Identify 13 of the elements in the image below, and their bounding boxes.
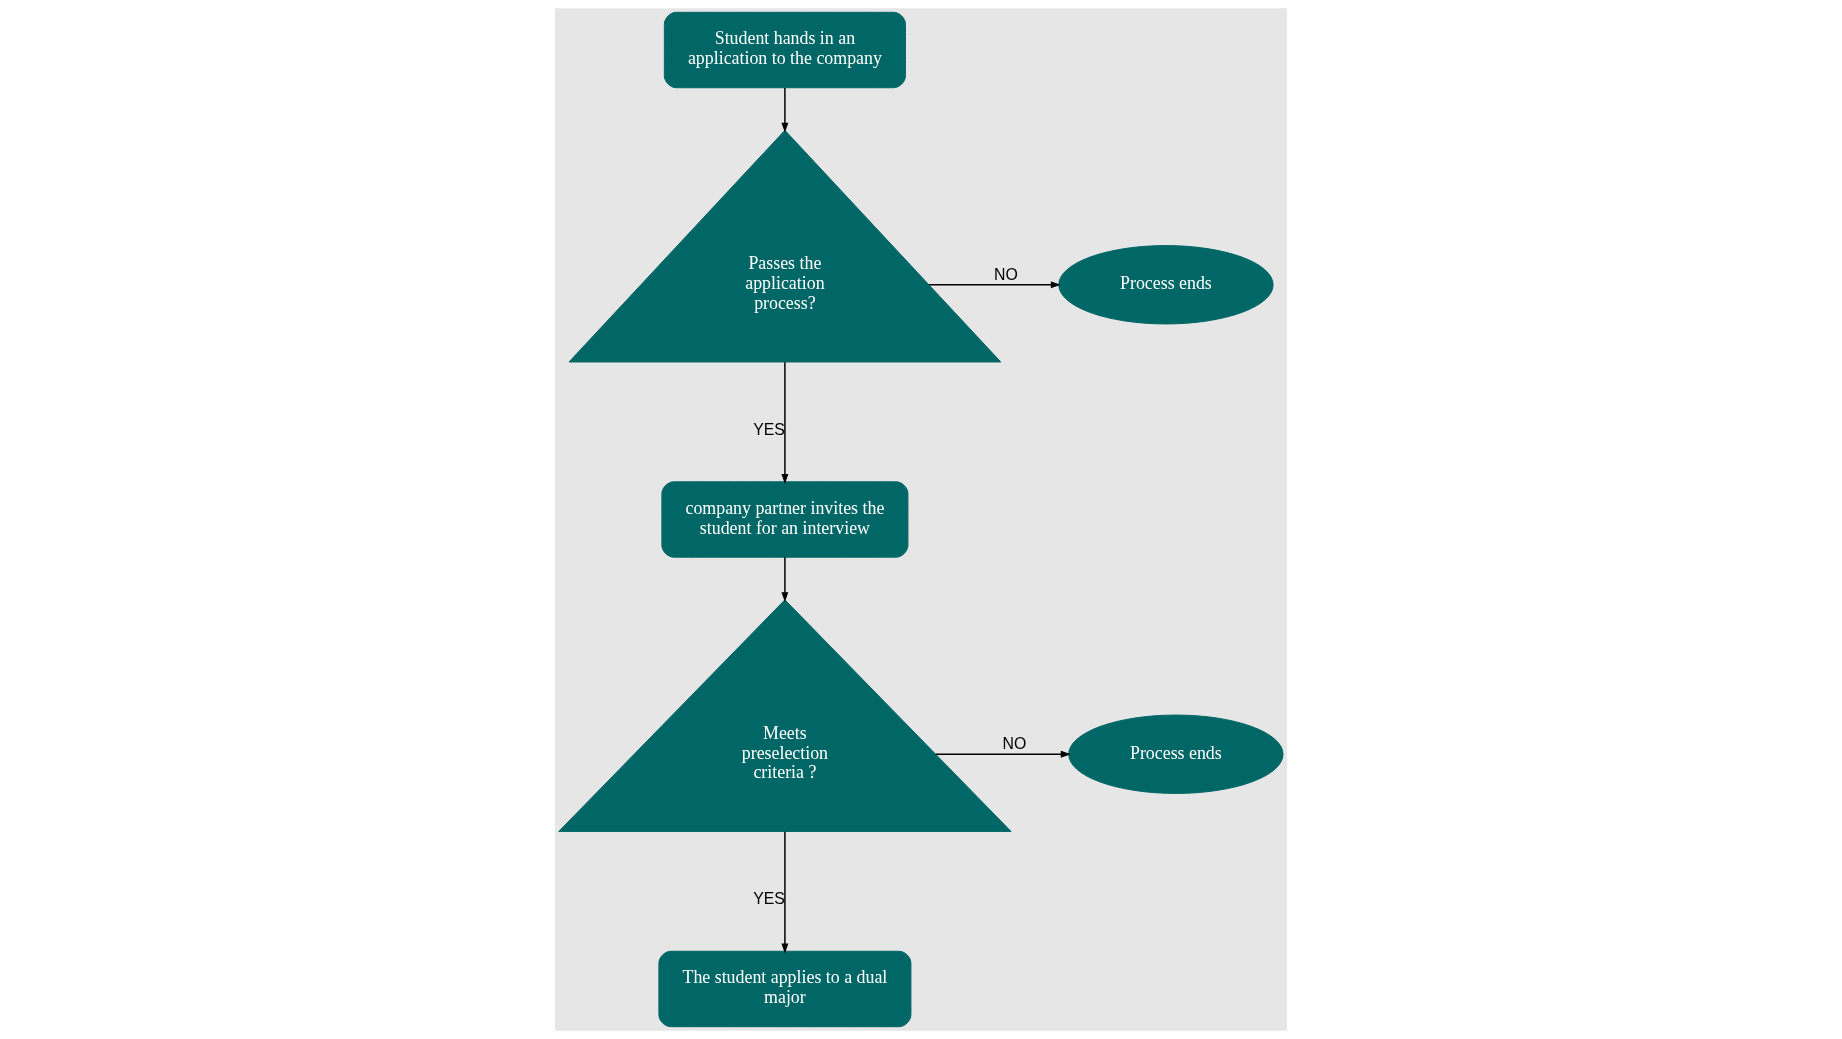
- node-ellipse: Process ends: [1068, 714, 1284, 794]
- arrow: [781, 556, 789, 603]
- arrow: [934, 750, 1071, 758]
- arrow: [781, 361, 789, 484]
- arrow: [928, 281, 1061, 289]
- arrow: [781, 831, 789, 954]
- node-ellipse: Process ends: [1058, 245, 1274, 325]
- edge-label: YES: [753, 890, 785, 908]
- node-box: Student hands in an application to the company: [663, 11, 906, 89]
- edge-label: YES: [753, 420, 785, 438]
- arrow: [781, 87, 789, 133]
- node-box: The student applies to a dual major: [658, 950, 912, 1028]
- node-box: company partner invites the student for an interview: [661, 481, 909, 558]
